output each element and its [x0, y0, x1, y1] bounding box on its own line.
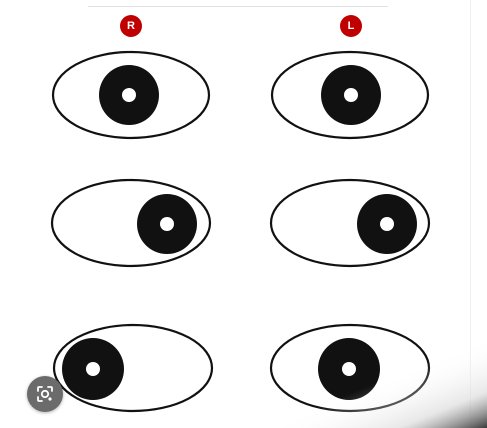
right-eye-badge: R [120, 15, 142, 37]
pupil-highlight [160, 217, 174, 231]
pupil-highlight [122, 88, 136, 102]
pupil-highlight [344, 88, 358, 102]
corner-shadow [180, 330, 487, 428]
left-eye-badge: L [340, 15, 362, 37]
pupil-highlight [380, 217, 394, 231]
row-1-right-eye [53, 52, 209, 138]
row-1-left-eye [272, 52, 428, 138]
row-2-right-eye [52, 180, 210, 266]
lens-search-button[interactable] [27, 376, 63, 412]
pupil-highlight [86, 362, 100, 376]
row-2-left-eye [271, 180, 429, 266]
camera-lens-icon [35, 384, 55, 404]
